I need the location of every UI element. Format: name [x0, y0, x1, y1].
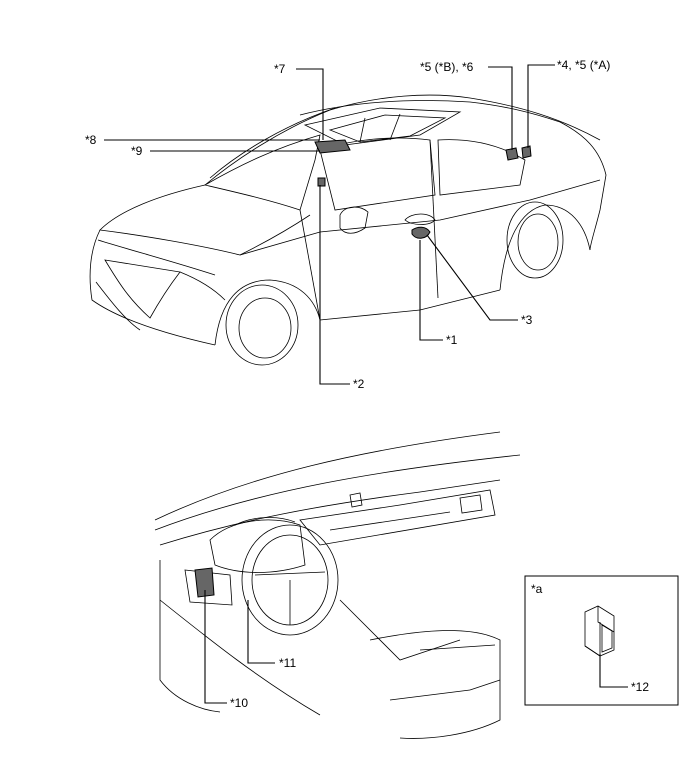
- a-pillar-part: [317, 177, 326, 187]
- dashboard-illustration: [154, 431, 521, 739]
- inset-box: [524, 575, 679, 706]
- rear-sensor-part-a: [521, 145, 532, 159]
- vehicle-illustration: [89, 94, 607, 366]
- callout-3: *3: [521, 313, 533, 327]
- leader-lines-dashboard: [204, 590, 275, 704]
- callout-7: *7: [274, 62, 286, 76]
- leader-line-ecu: [599, 654, 628, 688]
- ecu-module-illustration: [584, 605, 615, 657]
- callout-5b-6: *5 (*B), *6: [420, 60, 474, 74]
- callout-8: *8: [85, 133, 97, 147]
- callout-10: *10: [230, 696, 248, 710]
- callout-4-5a: *4, *5 (*A): [557, 58, 610, 72]
- callout-12: *12: [631, 680, 649, 694]
- callout-9: *9: [131, 144, 143, 158]
- callout-a: *a: [531, 582, 543, 596]
- steering-pad-part: [194, 567, 215, 598]
- callout-2: *2: [353, 377, 365, 391]
- roof-sensor-part: [314, 139, 351, 154]
- door-switch-part: [411, 226, 431, 239]
- callout-1: *1: [446, 333, 458, 347]
- callout-11: *11: [279, 656, 296, 670]
- leader-lines-car: [104, 64, 555, 385]
- rear-sensor-part-b: [505, 147, 519, 161]
